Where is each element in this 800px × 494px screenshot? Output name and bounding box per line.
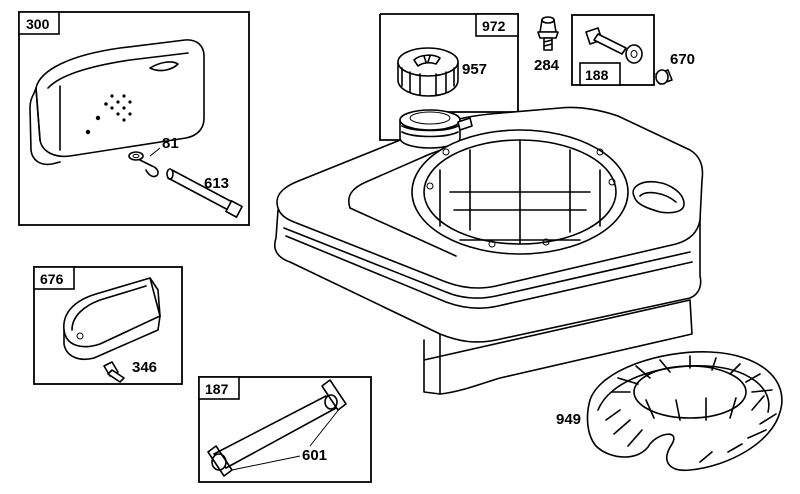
box-188: 188 (571, 14, 655, 86)
box-676-label: 676 (40, 271, 64, 287)
fuel-tank (274, 106, 704, 395)
leader-601-a (231, 455, 301, 471)
spacer-670 (655, 69, 673, 85)
box-188-label: 188 (585, 67, 609, 83)
part-957-label: 957 (462, 61, 487, 78)
box-300: 300 81 (18, 11, 250, 226)
washer-81 (128, 151, 159, 178)
muffler (29, 39, 205, 166)
leader-601-b (309, 407, 341, 447)
bolt-188 (585, 27, 627, 55)
part-81-label: 81 (162, 135, 179, 152)
part-601-label: 601 (302, 447, 327, 464)
box-972-label: 972 (482, 18, 506, 34)
part-284-label: 284 (534, 57, 560, 74)
box-300-label: 300 (26, 16, 50, 32)
leader-81 (149, 147, 161, 157)
part-346-label: 346 (132, 359, 157, 376)
part-613-label: 613 (204, 175, 229, 192)
box-676: 676 346 (33, 266, 183, 385)
cover-676 (63, 277, 161, 360)
rotating-screen-949 (586, 351, 783, 471)
screw-346 (103, 361, 125, 383)
fuel-line-187 (207, 379, 347, 477)
box-972: 972 957 (379, 13, 519, 141)
part-949-label: 949 (556, 411, 581, 428)
screw-613 (166, 168, 243, 218)
bolt-284 (537, 16, 559, 51)
fuel-cap-957 (397, 47, 459, 97)
part-670-label: 670 (670, 51, 695, 68)
washer-188 (625, 44, 643, 64)
box-187-label: 187 (205, 381, 229, 397)
box-187: 187 601 (198, 376, 372, 483)
